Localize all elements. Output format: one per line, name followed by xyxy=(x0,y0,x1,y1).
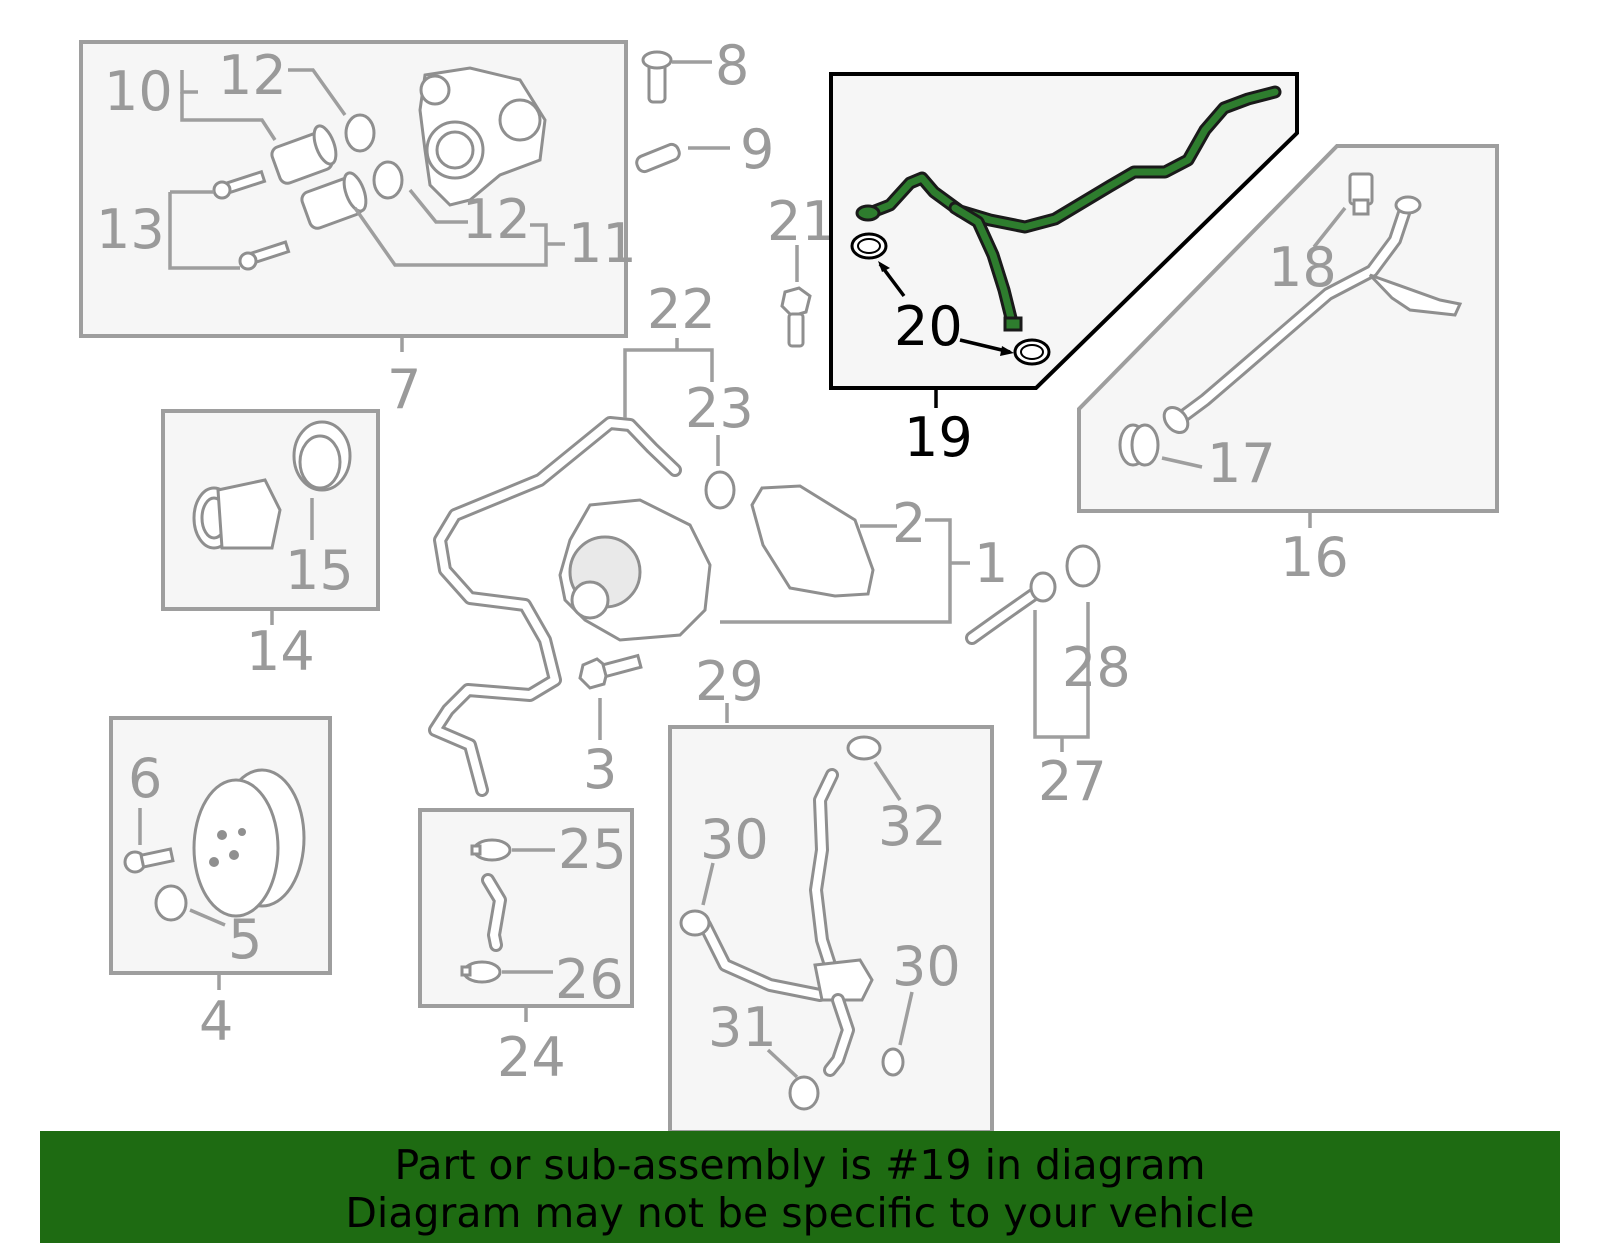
bolt-3 xyxy=(578,653,643,690)
clamp-32 xyxy=(846,735,882,761)
bolt-13-upper xyxy=(212,169,267,200)
group-24: 25 26 24 xyxy=(418,808,634,1089)
callout-15: 15 xyxy=(285,539,354,602)
callout-24: 24 xyxy=(497,1026,566,1089)
callout-25: 25 xyxy=(558,818,627,881)
hose-assembly-29 xyxy=(698,768,874,1077)
callout-27: 27 xyxy=(1038,750,1107,813)
oring-20-left xyxy=(850,232,888,260)
callout-26: 26 xyxy=(555,948,624,1011)
callout-19: 19 xyxy=(904,406,973,469)
group-14: 15 14 xyxy=(161,409,380,683)
callout-31: 31 xyxy=(708,996,777,1059)
callout-12-lower: 12 xyxy=(462,188,531,251)
coolant-outlet-lower xyxy=(300,171,368,230)
oring-20-right xyxy=(1013,338,1051,366)
clamp-25 xyxy=(470,838,512,862)
callout-12-upper: 12 xyxy=(218,44,287,107)
callout-30-right: 30 xyxy=(892,935,961,998)
seal-12-upper xyxy=(344,113,376,153)
callout-23: 23 xyxy=(685,377,754,440)
dowel-9 xyxy=(635,142,681,174)
oring-17-inner xyxy=(1130,423,1160,467)
bolt-6 xyxy=(123,847,175,874)
bolt-8 xyxy=(641,50,673,104)
callout-1: 1 xyxy=(974,532,1008,595)
plug-5 xyxy=(154,884,188,922)
clamp-26 xyxy=(460,960,502,984)
oring-28 xyxy=(1065,544,1101,588)
callout-3: 3 xyxy=(583,738,617,801)
banner-line-1: Part or sub-assembly is #19 in diagram xyxy=(394,1141,1206,1189)
callout-18: 18 xyxy=(1268,236,1337,299)
callout-17: 17 xyxy=(1207,432,1276,495)
group-29: 29 32 30 30 31 xyxy=(668,650,994,1134)
bolt-21 xyxy=(780,286,812,348)
callout-21: 21 xyxy=(767,190,836,253)
callout-20: 20 xyxy=(894,295,963,358)
thermostat-14 xyxy=(192,478,282,550)
callout-11: 11 xyxy=(568,212,637,275)
callout-29: 29 xyxy=(695,650,764,713)
callout-8: 8 xyxy=(715,34,749,97)
group-19-box xyxy=(829,72,1299,390)
clamp-30-left xyxy=(679,909,711,937)
callout-14: 14 xyxy=(246,620,315,683)
callout-22: 22 xyxy=(647,278,716,341)
callout-16: 16 xyxy=(1280,526,1349,589)
seal-12-lower xyxy=(372,160,404,200)
sensor-18 xyxy=(1348,172,1374,216)
coolant-outlet-upper xyxy=(270,124,338,185)
callout-7: 7 xyxy=(387,358,421,421)
clamp-30-right xyxy=(881,1047,905,1077)
callout-5: 5 xyxy=(228,908,262,971)
bolt-13-lower xyxy=(238,240,291,271)
banner-line-2: Diagram may not be specific to your vehi… xyxy=(345,1189,1255,1237)
callout-13: 13 xyxy=(96,198,165,261)
oring-23 xyxy=(704,470,736,510)
water-pump-1 xyxy=(558,498,712,642)
callout-10: 10 xyxy=(104,60,173,123)
info-banner: Part or sub-assembly is #19 in diagram D… xyxy=(40,1131,1560,1243)
callout-4: 4 xyxy=(199,990,233,1053)
group-19-highlighted: 20 19 xyxy=(829,72,1299,469)
callout-9: 9 xyxy=(740,118,774,181)
fitting-27 xyxy=(965,571,1057,645)
callout-30-left: 30 xyxy=(700,808,769,871)
group-4: 6 5 4 xyxy=(109,716,332,1053)
pulley-4 xyxy=(192,768,306,918)
group-16: 17 18 16 xyxy=(1077,144,1499,589)
hose-24 xyxy=(481,873,507,952)
coolant-tube-19 xyxy=(855,85,1282,332)
thermostat-housing xyxy=(418,66,547,207)
callout-28: 28 xyxy=(1062,636,1131,699)
gasket-2 xyxy=(750,484,875,598)
water-pump-area: 22 23 2 1 3 xyxy=(428,278,1008,801)
bypass-tube-16 xyxy=(1162,195,1463,435)
callout-32: 32 xyxy=(878,795,947,858)
callout-6: 6 xyxy=(128,747,162,810)
clamp-31 xyxy=(788,1075,820,1111)
group-7: 10 12 13 12 11 7 xyxy=(79,40,637,421)
callout-2: 2 xyxy=(892,492,926,555)
